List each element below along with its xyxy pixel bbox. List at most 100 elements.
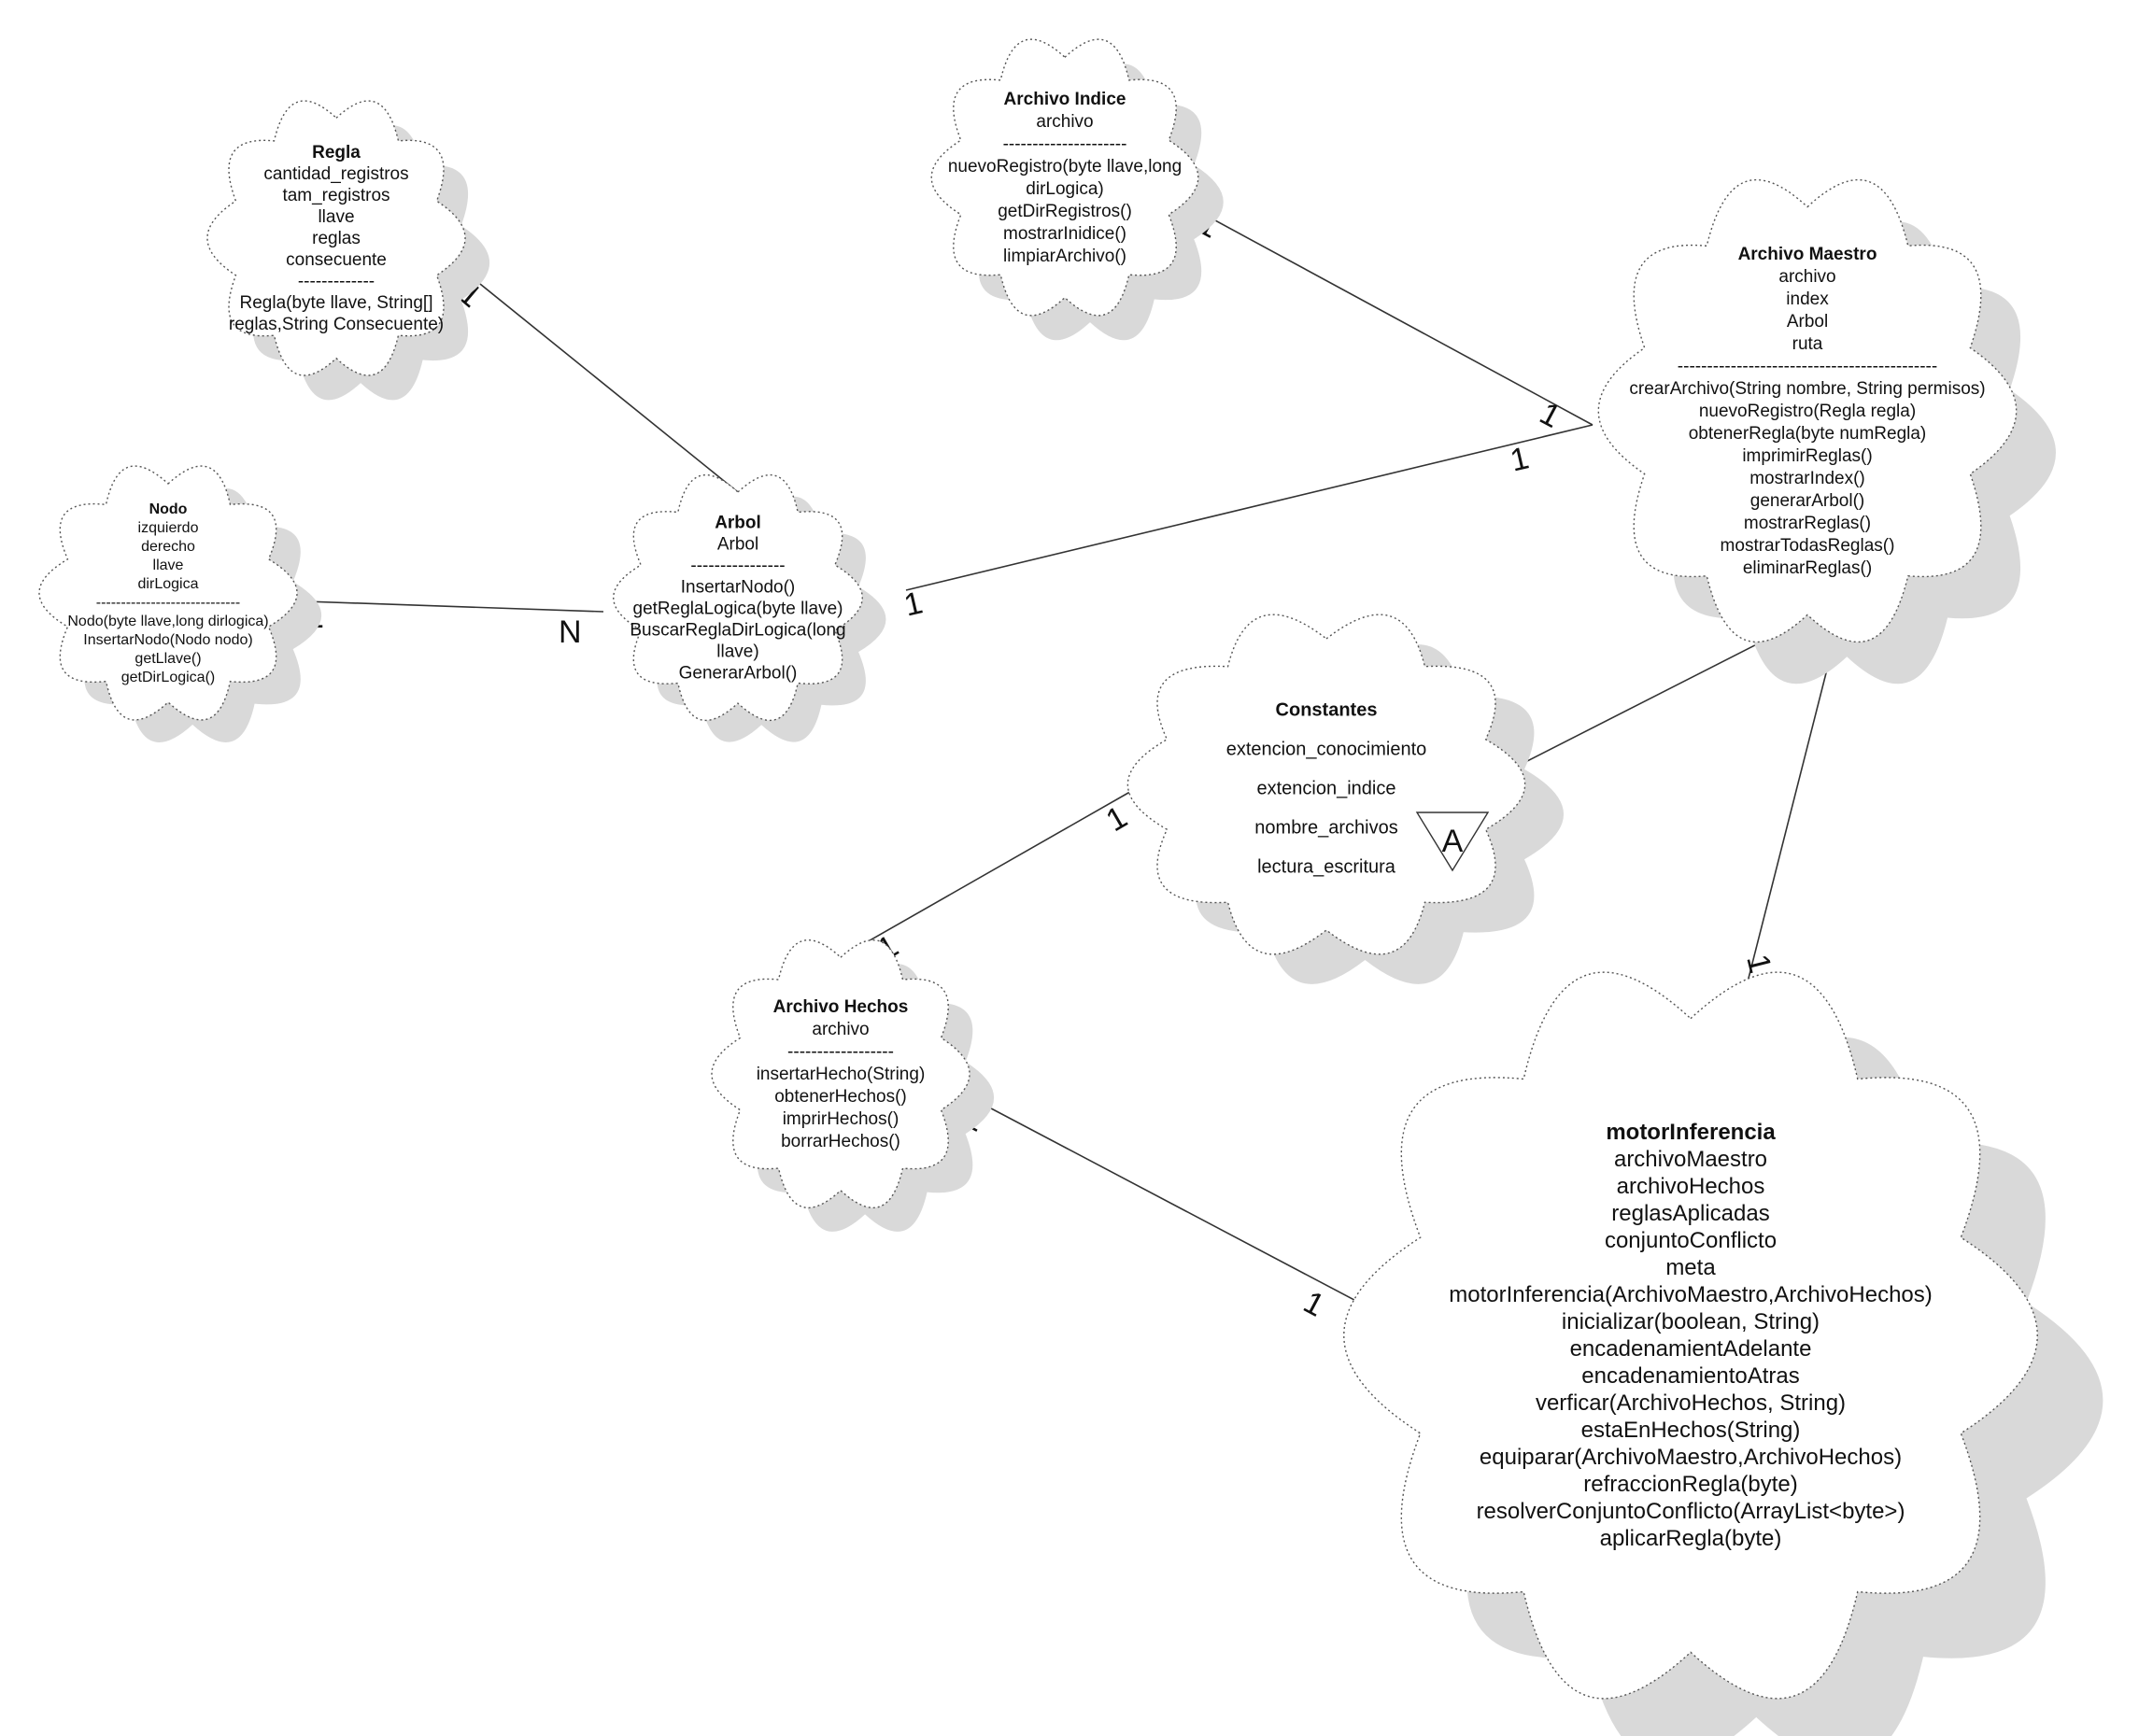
constantes-class-attribute: nombre_archivos (1254, 818, 1397, 839)
mult-arbol-from-nodo: N (559, 614, 582, 650)
motor-inferencia-class-method: resolverConjuntoConflicto(ArrayList<byte… (1477, 1499, 1905, 1524)
archivo-indice-class-separator: --------------------- (1003, 134, 1127, 154)
regla-class-attribute: cantidad_registros (263, 164, 408, 184)
mult-constantes-to-hechos: 1 (1100, 799, 1133, 839)
regla-class-attribute: reglas (312, 229, 361, 248)
regla-class-separator: ------------- (298, 272, 375, 291)
archivo-maestro-class-attribute: index (1786, 289, 1829, 309)
motor-inferencia-class-attribute: archivoMaestro (1614, 1147, 1767, 1172)
nodo-class-attribute: llave (153, 557, 184, 573)
motor-inferencia-class-method: encadenamientAdelante (1570, 1336, 1812, 1362)
motor-inferencia-class-method: verficar(ArchivoHechos, String) (1536, 1390, 1846, 1416)
mult-maestro-from-indice: 1 (1534, 396, 1566, 435)
nodo-class-method: InsertarNodo(Nodo nodo) (83, 632, 252, 648)
archivo-maestro-class-method: eliminarReglas() (1743, 558, 1872, 578)
regla-class-cloud[interactable] (206, 100, 466, 376)
archivo-maestro-class-method: mostrarReglas() (1744, 514, 1871, 533)
archivo-indice-class-attribute: archivo (1036, 112, 1093, 132)
archivo-maestro-class-method: mostrarIndex() (1749, 469, 1865, 488)
motor-inferencia-class-method: equiparar(ArchivoMaestro,ArchivoHechos) (1480, 1445, 1902, 1470)
archivo-maestro-class-method: mostrarTodasReglas() (1721, 536, 1895, 556)
relation-nodo-arbol[interactable] (277, 600, 604, 613)
motor-inferencia-class-title: motorInferencia (1606, 1120, 1776, 1145)
mult-arbol-end: 1 (900, 585, 926, 623)
motor-inferencia-class-attribute: conjuntoConflicto (1605, 1228, 1777, 1253)
archivo-maestro-class-attribute: Arbol (1787, 312, 1828, 332)
nodo-class-method: Nodo(byte llave,long dirlogica) (67, 614, 268, 629)
nodo-class-attribute: derecho (141, 539, 195, 555)
archivo-indice-class-method: getDirRegistros() (998, 202, 1132, 221)
archivo-maestro-class-method: crearArchivo(String nombre, String permi… (1629, 379, 1985, 399)
motor-inferencia-class-method: inicializar(boolean, String) (1562, 1309, 1820, 1334)
arbol-class-method: GenerarArbol() (679, 663, 798, 683)
motor-inferencia-class-attribute: reglasAplicadas (1611, 1201, 1769, 1226)
regla-class-attribute: llave (318, 207, 354, 227)
archivo-indice-class-method: dirLogica) (1026, 179, 1103, 199)
constantes-class-attribute: lectura_escritura (1257, 857, 1396, 878)
archivo-hechos-class-method: imprirHechos() (783, 1109, 899, 1129)
arbol-class-method: BuscarReglaDirLogica(long (630, 620, 845, 640)
archivo-maestro-class-method: nuevoRegistro(Regla regla) (1699, 402, 1916, 421)
relation-indice-maestro[interactable] (1169, 195, 1594, 426)
class-labels: Regla cantidad_registros tam_registrosllav… (67, 90, 1985, 1551)
relation-arbol-maestro[interactable] (905, 424, 1594, 591)
archivo-maestro-class-method: generarArbol() (1750, 491, 1865, 511)
archivo-maestro-class-cloud[interactable] (1597, 179, 2018, 642)
regla-class-title: Regla (312, 143, 361, 162)
relations (277, 195, 1846, 1308)
clouds (38, 38, 2103, 1736)
archivo-indice-class-cloud[interactable] (930, 38, 1199, 317)
nodo-class-title: Nodo (149, 501, 188, 517)
regla-class-attribute: tam_registros (282, 186, 390, 205)
archivo-maestro-class-attribute: archivo (1778, 267, 1835, 287)
arbol-class-title: Arbol (715, 513, 761, 532)
constantes-abstract-triangle-icon (1415, 812, 1490, 872)
nodo-class-method: getDirLogica() (121, 670, 215, 685)
motor-inferencia-class-method: refraccionRegla(byte) (1583, 1472, 1797, 1497)
constantes-class-attribute: extencion_indice (1257, 779, 1396, 799)
motor-inferencia-class-method: motorInferencia(ArchivoMaestro,ArchivoHe… (1449, 1282, 1933, 1307)
motor-inferencia-class-cloud[interactable] (1343, 971, 2038, 1700)
archivo-hechos-class-attribute: archivo (812, 1020, 869, 1039)
archivo-maestro-class-separator: ----------------------------------------… (1678, 357, 1937, 376)
archivo-hechos-class-method: obtenerHechos() (774, 1087, 907, 1107)
archivo-maestro-class-attribute: ruta (1792, 334, 1823, 354)
regla-class-method: reglas,String Consecuente) (229, 315, 444, 334)
nodo-class-attribute: dirLogica (138, 576, 199, 592)
constantes-class-cloud[interactable] (1126, 614, 1526, 955)
archivo-maestro-class-method: obtenerRegla(byte numRegla) (1689, 424, 1927, 444)
arbol-class-separator: ---------------- (690, 556, 785, 575)
motor-inferencia-class-method: encadenamientoAtras (1581, 1363, 1799, 1389)
relation-regla-arbol[interactable] (455, 263, 754, 505)
regla-class-method: Regla(byte llave, String[] (240, 293, 433, 313)
arbol-class-cloud[interactable] (613, 474, 863, 721)
nodo-class-method: getLlave() (135, 651, 201, 667)
mult-maestro-from-arbol: 1 (1507, 440, 1532, 478)
constantes-class-title: Constantes (1276, 700, 1378, 721)
nodo-class-cloud[interactable] (38, 465, 298, 721)
archivo-indice-class-method: mostrarInidice() (1003, 224, 1126, 244)
arbol-class-method: llave) (716, 642, 758, 661)
archivo-indice-class-method: nuevoRegistro(byte llave,long (948, 157, 1182, 176)
arbol-class-attribute: Arbol (717, 534, 758, 554)
regla-class-attribute: consecuente (286, 250, 387, 270)
archivo-hechos-class-method: borrarHechos() (781, 1132, 900, 1151)
archivo-hechos-class-cloud[interactable] (711, 939, 970, 1208)
constantes-class-attribute: extencion_conocimiento (1226, 740, 1427, 760)
constantes-stereotype-glyph: A (1442, 824, 1464, 859)
archivo-hechos-class-title: Archivo Hechos (773, 997, 909, 1017)
archivo-maestro-class-method: imprimirReglas() (1742, 446, 1872, 466)
motor-inferencia-class-attribute: meta (1665, 1255, 1716, 1280)
motor-inferencia-class-attribute: archivoHechos (1617, 1174, 1765, 1199)
archivo-maestro-class-title: Archivo Maestro (1738, 245, 1877, 264)
archivo-indice-class-method: limpiarArchivo() (1003, 247, 1126, 266)
archivo-indice-class-title: Archivo Indice (1004, 90, 1126, 109)
nodo-class-attribute: izquierdo (138, 520, 199, 536)
motor-inferencia-class-method: estaEnHechos(String) (1581, 1418, 1801, 1443)
relation-constantes-hechos[interactable] (851, 788, 1136, 952)
archivo-hechos-class-method: insertarHecho(String) (757, 1065, 926, 1084)
relation-hechos-motor[interactable] (942, 1082, 1369, 1308)
arbol-class-method: getReglaLogica(byte llave) (633, 599, 843, 618)
archivo-hechos-class-separator: ------------------ (787, 1042, 894, 1062)
